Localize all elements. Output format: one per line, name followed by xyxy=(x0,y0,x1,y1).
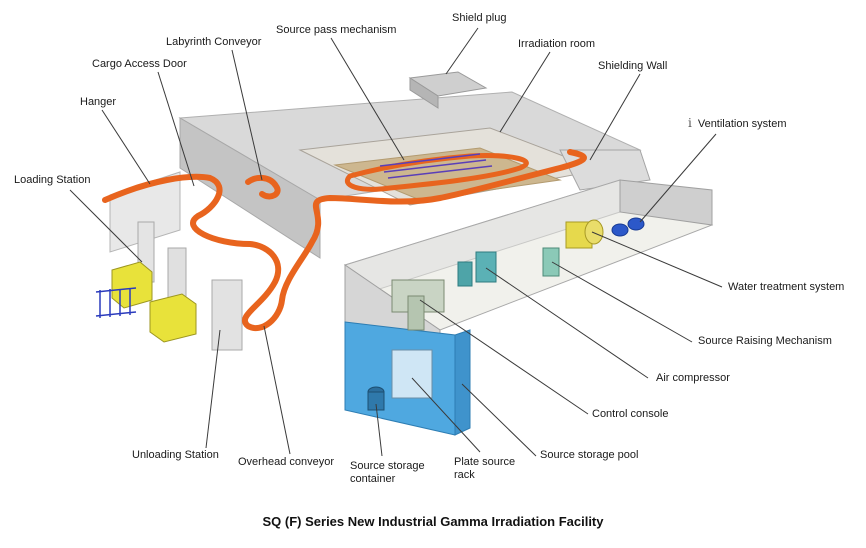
label-water-treatment-system: Water treatment system xyxy=(728,281,845,293)
leader-lines xyxy=(69,27,723,457)
labyrinth-conveyor-loop xyxy=(245,174,281,200)
figure-caption: SQ (F) Series New Industrial Gamma Irrad… xyxy=(262,514,604,529)
ventilation-fan-b xyxy=(627,217,645,231)
shield-plug-front xyxy=(409,77,439,109)
label-hanger: Hanger xyxy=(80,96,117,108)
pallet-fence xyxy=(95,287,137,318)
source-pass-rails xyxy=(379,153,493,179)
water-treatment-tank xyxy=(584,219,604,245)
label-source-raising-mechanism: Source Raising Mechanism xyxy=(698,335,832,347)
source-raising-mechanism xyxy=(542,247,560,277)
label-labyrinth-conveyor: Labyrinth Conveyor xyxy=(166,36,262,48)
control-cabinet xyxy=(407,295,425,331)
label-plate-source-rack: Plate source rack xyxy=(454,456,516,481)
label-source-pass-mechanism: Source pass mechanism xyxy=(276,24,397,36)
leader-loading-station xyxy=(69,189,143,263)
label-unloading-station: Unloading Station xyxy=(132,449,219,461)
leader-control-console xyxy=(419,299,589,415)
label-irradiation-room: Irradiation room xyxy=(518,38,596,50)
leader-cargo-access-door xyxy=(157,71,195,187)
leader-unloading-station xyxy=(205,329,221,449)
leader-source-storage-pool xyxy=(461,383,537,457)
leader-shield-plug xyxy=(445,27,479,75)
leader-source-storage-container xyxy=(375,403,383,457)
label-ventilation-system: i Ventilation system xyxy=(688,117,787,131)
leader-shielding-wall xyxy=(589,73,641,161)
label-source-storage-pool: Source storage pool xyxy=(540,449,639,461)
pool-side xyxy=(454,329,471,436)
ventilation-fan-a xyxy=(611,223,629,237)
leader-water-treatment-system xyxy=(591,231,723,288)
label-overhead-conveyor: Overhead conveyor xyxy=(238,456,334,468)
leader-irradiation-room xyxy=(499,51,551,133)
label-shield-plug: Shield plug xyxy=(452,12,507,24)
leader-hanger xyxy=(101,109,151,185)
label-control-console: Control console xyxy=(592,408,669,420)
leader-overhead-conveyor xyxy=(263,325,291,455)
air-compressor xyxy=(475,251,497,283)
leader-labyrinth-conveyor xyxy=(231,49,263,181)
leader-plate-source-rack xyxy=(411,377,481,453)
leader-source-raising-mechanism xyxy=(551,261,693,343)
package-stack-1 xyxy=(111,261,153,309)
hall-pillar xyxy=(167,247,187,299)
operations-hall-end-wall xyxy=(619,179,713,226)
label-source-storage-container: Source storage container xyxy=(350,460,425,485)
label-air-compressor: Air compressor xyxy=(656,372,730,384)
leader-air-compressor xyxy=(485,267,649,379)
building-front-wall xyxy=(179,117,321,259)
leader-ventilation-system xyxy=(639,133,717,223)
unloading-station-post xyxy=(211,279,243,351)
air-compressor-b xyxy=(457,261,473,287)
label-shielding-wall: Shielding Wall xyxy=(598,60,668,72)
plate-source-rack xyxy=(391,349,433,399)
source-storage-container-body xyxy=(367,391,385,411)
label-loading-station: Loading Station xyxy=(14,174,91,186)
label-cargo-access-door: Cargo Access Door xyxy=(92,58,187,70)
info-icon: i xyxy=(688,116,692,130)
package-stack-2 xyxy=(149,293,197,343)
overhead-conveyor xyxy=(102,149,587,331)
leader-source-pass-mechanism xyxy=(330,37,405,161)
label-ventilation-system-text: Ventilation system xyxy=(697,118,787,130)
